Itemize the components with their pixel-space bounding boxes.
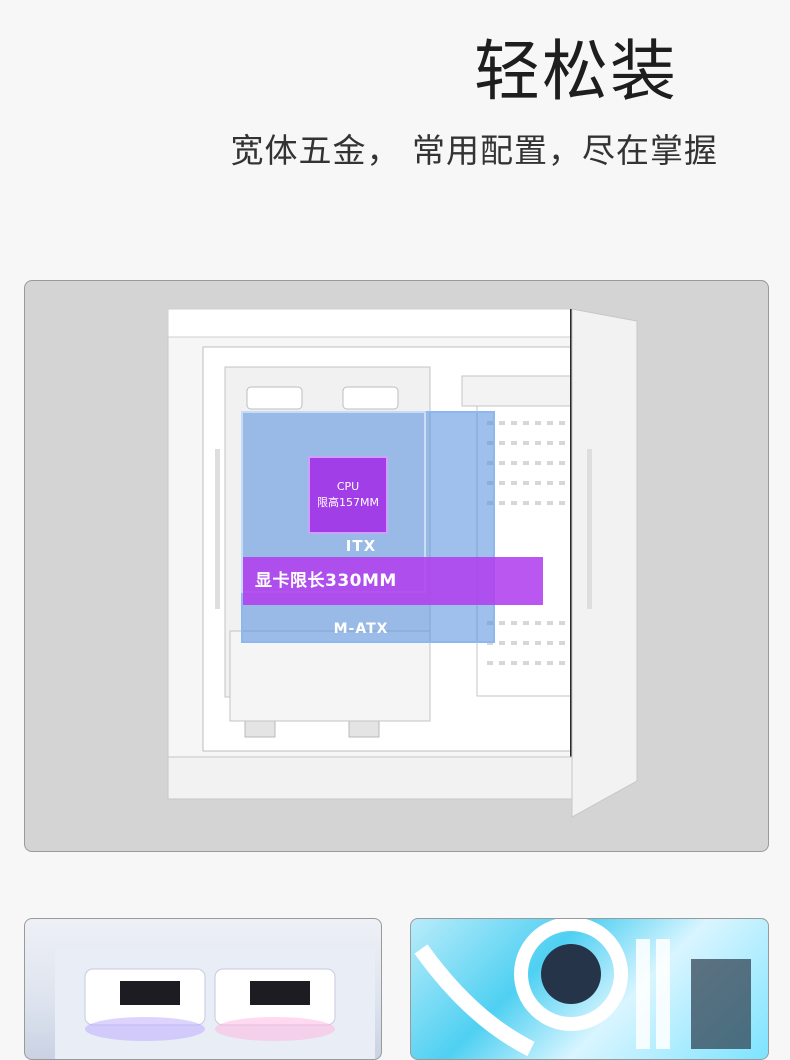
tray-cutout-1	[246, 386, 303, 410]
tray-cutout-2	[342, 386, 399, 410]
cpu-label: CPU	[336, 480, 360, 493]
left-rail	[215, 449, 220, 609]
cpu-cooler-zone: CPU 限高157MM	[308, 456, 388, 534]
case-base	[167, 756, 573, 800]
tray-slot-1	[244, 720, 276, 738]
rgb-fans-illustration	[55, 949, 375, 1059]
tray-slot-2	[348, 720, 380, 738]
right-rail	[587, 449, 592, 609]
cpu-height-limit: 限高157MM	[317, 496, 379, 509]
matx-label: M-ATX	[333, 621, 389, 637]
case-diagram-panel: CPU 限高157MM ITX 显卡限长330MM M-ATX	[24, 280, 769, 852]
case-top-panel	[167, 308, 573, 338]
lower-chamber	[229, 630, 431, 722]
rgb-fans-top-photo	[24, 918, 382, 1060]
page-subtitle: 宽体五金， 常用配置，尽在掌握	[230, 131, 718, 170]
front-pillar	[571, 308, 638, 818]
page-title: 轻松装	[474, 33, 678, 110]
aio-cooler-rgb-photo	[410, 918, 769, 1060]
gpu-length-bar: 显卡限长330MM	[243, 557, 543, 605]
itx-label: ITX	[345, 537, 377, 555]
aio-cooler-illustration	[414, 919, 751, 1057]
